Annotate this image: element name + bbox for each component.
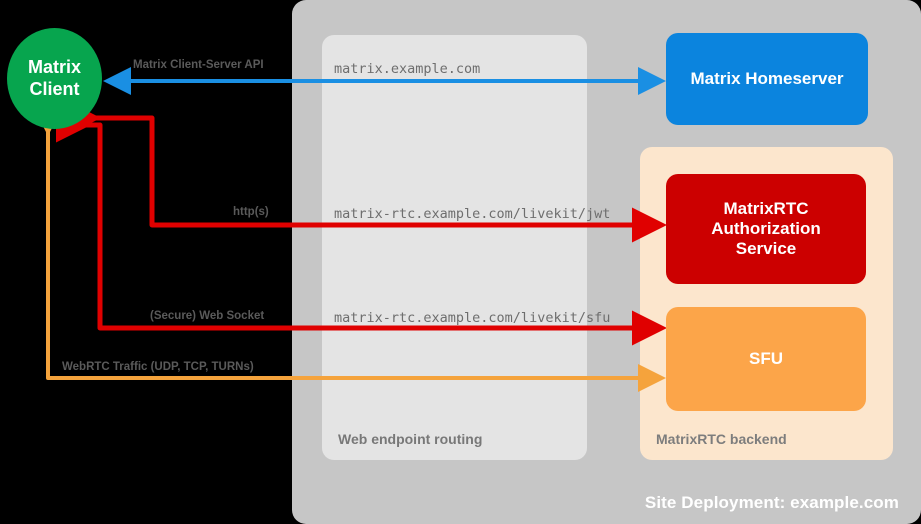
node-matrix-client-label: Matrix Client xyxy=(28,57,81,99)
node-sfu[interactable]: SFU xyxy=(666,307,866,411)
connector-webrtc xyxy=(34,108,666,392)
client-label-line2: Client xyxy=(29,78,80,99)
client-label-line1: Matrix xyxy=(27,57,81,78)
node-sfu-label: SFU xyxy=(749,348,783,368)
edge-label-web-socket: (Secure) Web Socket xyxy=(150,310,265,322)
url-label-livekit-sfu: matrix-rtc.example.com/livekit/sfu xyxy=(334,310,611,326)
node-matrix-homeserver[interactable]: Matrix Homeserver xyxy=(666,33,868,125)
node-matrixrtc-authorization-service[interactable]: MatrixRTC Authorization Service xyxy=(666,174,866,284)
edge-label-http: http(s) xyxy=(233,206,269,218)
auth-label-line2: Authorization xyxy=(711,218,821,238)
url-label-matrix: matrix.example.com xyxy=(334,61,481,77)
edge-label-webrtc-traffic: WebRTC Traffic (UDP, TCP, TURNs) xyxy=(62,361,254,373)
matrixrtc-backend-label: MatrixRTC backend xyxy=(656,431,787,447)
node-auth-label: MatrixRTC Authorization Service xyxy=(711,199,821,259)
node-matrix-homeserver-label: Matrix Homeserver xyxy=(690,68,844,88)
web-endpoint-routing-label: Web endpoint routing xyxy=(338,431,483,447)
url-label-livekit-jwt: matrix-rtc.example.com/livekit/jwt xyxy=(334,206,611,222)
site-deployment-label: Site Deployment: example.com xyxy=(644,493,899,512)
auth-label-line3: Service xyxy=(735,239,797,259)
edge-label-client-server-api: Matrix Client-Server API xyxy=(133,59,264,71)
auth-label-line1: MatrixRTC xyxy=(723,198,809,218)
node-matrix-client[interactable]: Matrix Client xyxy=(7,28,102,129)
